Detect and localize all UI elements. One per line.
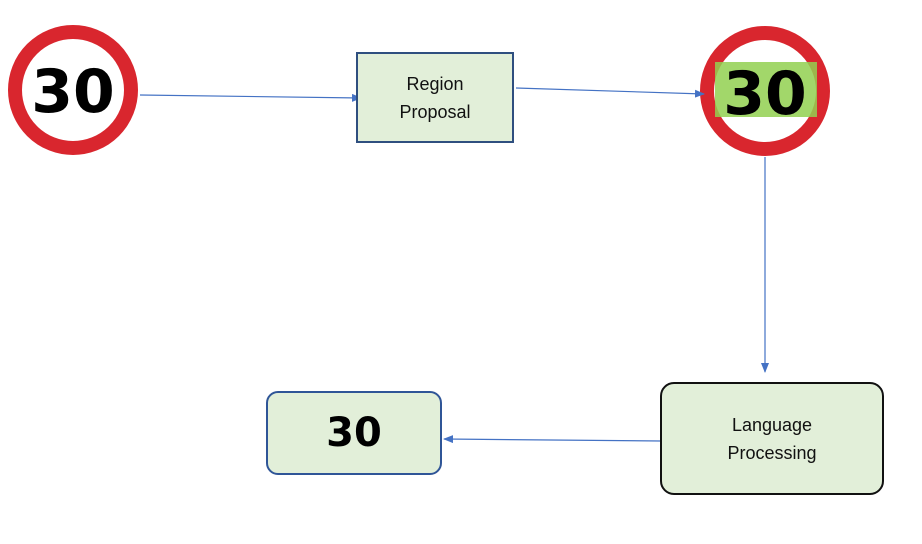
region-proposal-box: Region Proposal (356, 52, 514, 143)
sign-ring (8, 25, 138, 155)
highlighted-sign-number: 30 (723, 59, 807, 129)
language-processing-label: Language Processing (727, 414, 817, 463)
output-box: 30 (266, 391, 442, 475)
arrow-input-to-region (139, 93, 362, 102)
output-value: 30 (326, 410, 382, 456)
speed-limit-sign-highlighted-icon: 30 (700, 26, 830, 156)
input-sign-number: 30 (31, 57, 115, 127)
region-proposal-label: Region Proposal (399, 73, 471, 122)
region-highlight (715, 62, 817, 117)
arrow-language-to-output (443, 435, 662, 444)
speed-limit-sign-icon: 30 (8, 25, 138, 155)
language-processing-box: Language Processing (660, 382, 884, 495)
arrow-region-to-sign (515, 87, 705, 98)
